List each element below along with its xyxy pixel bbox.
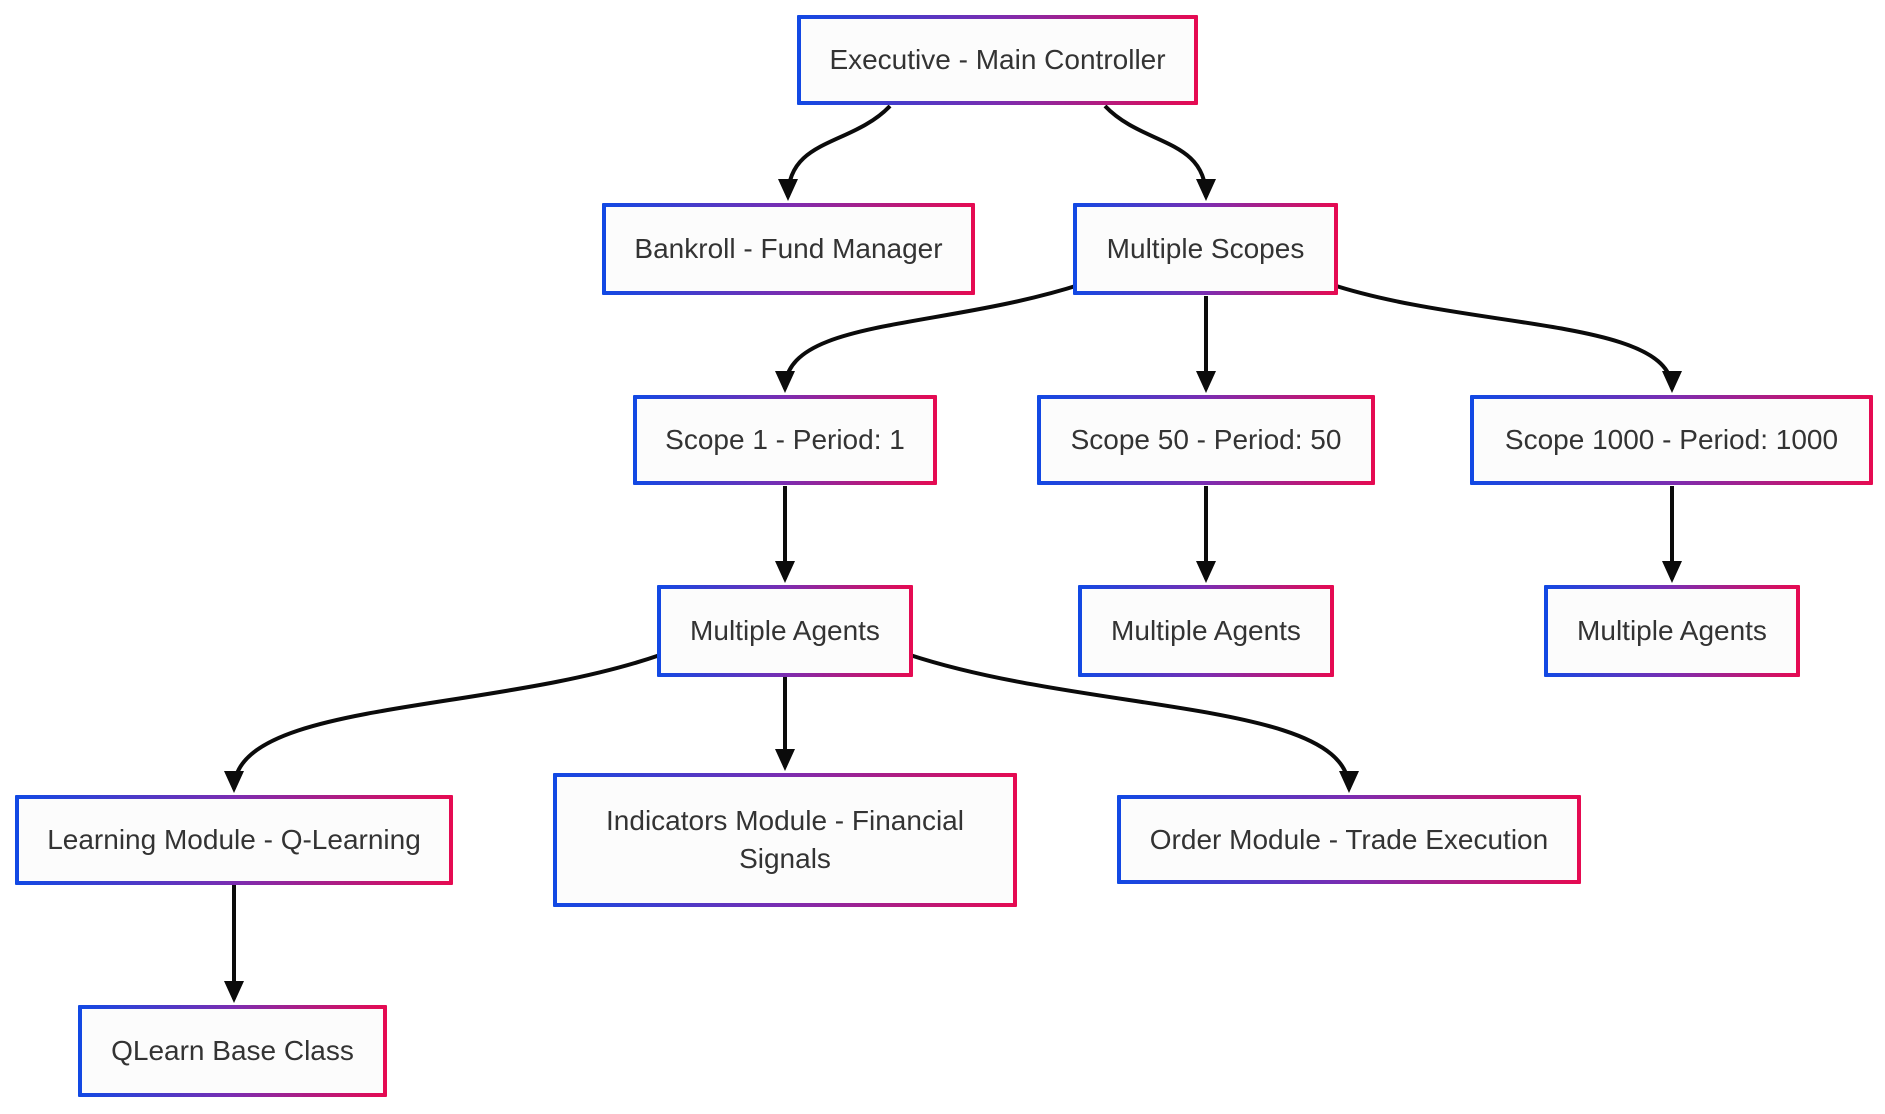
node-label: Scope 1000 - Period: 1000 (1474, 399, 1869, 481)
node-executive-main-controller: Executive - Main Controller (797, 15, 1198, 105)
node-qlearn-base-class: QLearn Base Class (78, 1005, 387, 1097)
node-label: Executive - Main Controller (801, 19, 1194, 101)
node-label: Multiple Agents (1548, 589, 1796, 673)
node-label: Scope 50 - Period: 50 (1041, 399, 1371, 481)
node-label: Multiple Scopes (1077, 207, 1334, 291)
node-label: Multiple Agents (661, 589, 909, 673)
node-label: Bankroll - Fund Manager (606, 207, 971, 291)
node-scope-1000: Scope 1000 - Period: 1000 (1470, 395, 1873, 485)
node-learning-module: Learning Module - Q-Learning (15, 795, 453, 885)
node-multiple-agents-1: Multiple Agents (657, 585, 913, 677)
edge-agents1-order (909, 653, 1359, 793)
edge-agents1-learning (224, 653, 661, 793)
node-bankroll-fund-manager: Bankroll - Fund Manager (602, 203, 975, 295)
node-multiple-scopes: Multiple Scopes (1073, 203, 1338, 295)
node-label: Indicators Module - Financial Signals (557, 777, 1013, 903)
edge-executive-scopes (1103, 104, 1216, 201)
node-multiple-agents-3: Multiple Agents (1544, 585, 1800, 677)
node-indicators-module: Indicators Module - Financial Signals (553, 773, 1017, 907)
node-label: Order Module - Trade Execution (1121, 799, 1577, 880)
node-label: Learning Module - Q-Learning (19, 799, 449, 881)
edge-scopes-scope1000 (1329, 282, 1682, 393)
edge-executive-bankroll (778, 104, 892, 201)
node-label: Scope 1 - Period: 1 (637, 399, 933, 481)
node-label: Multiple Agents (1082, 589, 1330, 673)
edge-scopes-scope1 (775, 282, 1083, 393)
node-order-module: Order Module - Trade Execution (1117, 795, 1581, 884)
node-multiple-agents-2: Multiple Agents (1078, 585, 1334, 677)
node-scope-50: Scope 50 - Period: 50 (1037, 395, 1375, 485)
node-scope-1: Scope 1 - Period: 1 (633, 395, 937, 485)
node-label: QLearn Base Class (82, 1009, 383, 1093)
